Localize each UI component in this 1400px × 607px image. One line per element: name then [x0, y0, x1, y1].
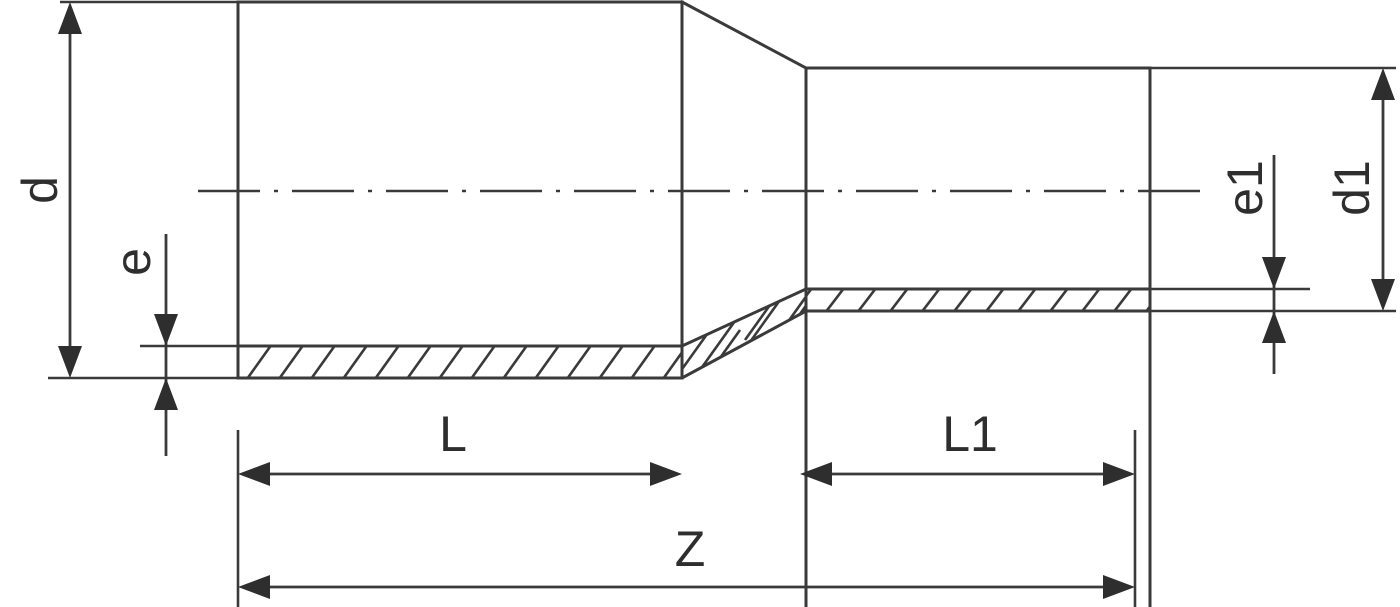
dim-d1-arrow-bottom — [1371, 279, 1395, 311]
dim-label-Z: Z — [675, 521, 706, 577]
dim-label-L1: L1 — [942, 406, 998, 462]
dim-label-L: L — [439, 406, 467, 462]
dim-d-arrow-top — [58, 2, 82, 34]
fitting-outline — [236, 0, 1152, 607]
dim-L-arrow-left — [238, 462, 270, 486]
dim-label-d1: d1 — [1324, 160, 1380, 216]
dim-e1-arrow-bottom — [1262, 311, 1286, 343]
dim-e-arrow-bottom — [154, 378, 178, 410]
hatch-left-flat — [238, 346, 682, 378]
dim-L1-arrow-right — [1103, 462, 1135, 486]
dim-Z-arrow-left — [238, 575, 270, 599]
wall-inner-boundary — [236, 287, 1152, 348]
wall-outer-boundary — [236, 309, 1152, 380]
dim-L-arrow-right — [650, 462, 682, 486]
dim-d1-arrow-top — [1371, 68, 1395, 100]
dimension-L: L — [238, 406, 682, 486]
hatch-right-flat — [806, 289, 1150, 311]
dimension-e: e — [105, 234, 178, 456]
dimension-d: d — [12, 2, 82, 378]
dim-label-e: e — [105, 248, 161, 276]
dim-d-arrow-bottom — [58, 346, 82, 378]
wall-section-hatched — [236, 287, 1152, 380]
outer-taper-edge — [679, 0, 809, 71]
dimension-L1: L1 — [800, 406, 1135, 486]
dim-e-arrow-top — [154, 314, 178, 346]
dim-label-d: d — [12, 176, 68, 204]
dim-label-e1: e1 — [1217, 160, 1273, 216]
dimension-Z: Z — [236, 430, 1137, 607]
dim-L1-arrow-left — [800, 462, 832, 486]
dim-Z-arrow-right — [1103, 575, 1135, 599]
dimension-e1: e1 — [1217, 155, 1286, 374]
dim-e1-arrow-top — [1262, 257, 1286, 289]
dimension-d1: d1 — [1324, 68, 1395, 311]
